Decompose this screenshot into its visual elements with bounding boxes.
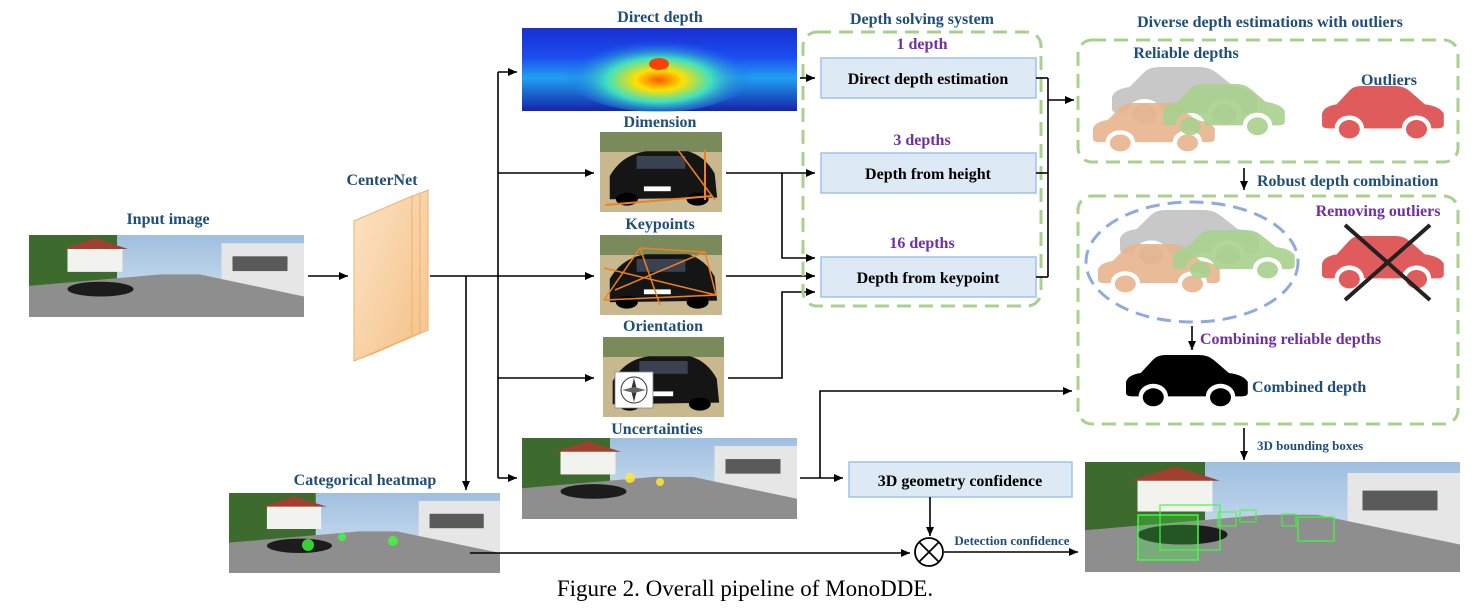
dimension-image: [600, 132, 722, 212]
depth-solving-system-title: Depth solving system: [850, 11, 995, 28]
detection-confidence-label: Detection confidence: [954, 533, 1069, 548]
reliable-car-icons: [1093, 67, 1285, 152]
reliable-depths-label: Reliable depths: [1133, 45, 1238, 62]
outliers-label: Outliers: [1361, 72, 1417, 89]
figure-caption: Figure 2. Overall pipeline of MonoDDE.: [557, 576, 933, 601]
robust-depth-combination-label: Robust depth combination: [1257, 173, 1438, 190]
geometry-confidence-box: [848, 461, 1073, 498]
diverse-depth-frame: [1076, 38, 1460, 164]
result-image: [1085, 462, 1460, 572]
combined-depth-label: Combined depth: [1252, 379, 1366, 396]
depth-from-height-text: Depth from height: [865, 166, 992, 183]
keypoint-depth-count: 16 depths: [889, 235, 954, 252]
depth-solving-system-frame: [801, 30, 1043, 308]
uncertainties-image: [522, 438, 797, 519]
removing-outliers-label: Removing outliers: [1316, 203, 1441, 220]
height-depth-count: 3 depths: [893, 132, 950, 149]
categorical-heatmap-image: [229, 493, 500, 573]
direct-depth-label: Direct depth: [617, 9, 703, 26]
cross-icon: [1343, 223, 1432, 302]
input-image: [29, 235, 304, 317]
branch-wires: [430, 68, 594, 490]
arrow-uncertainties-to-combination: [819, 387, 1072, 478]
direct-depth-estimation-box: [820, 57, 1037, 99]
arrow-orientation-to-keypoint-depth: [728, 288, 815, 379]
keypoints-label: Keypoints: [625, 216, 694, 233]
reliable-car-icons-combined: [1098, 210, 1295, 293]
3d-bounding-boxes-label: 3D bounding boxes: [1257, 438, 1363, 453]
geometry-confidence-text: 3D geometry confidence: [878, 473, 1042, 490]
centernet-label: CenterNet: [346, 172, 418, 189]
centernet-block: [353, 189, 429, 362]
direct-depth-count: 1 depth: [896, 36, 947, 53]
merge-wires: [1036, 77, 1074, 278]
orientation-image: [603, 337, 724, 417]
reliable-depths-ellipse: [1084, 200, 1300, 324]
removed-outlier-car-icon: [1322, 236, 1444, 289]
combined-car-icon: [1126, 355, 1248, 407]
outlier-car-icon: [1322, 86, 1444, 139]
robust-combination-frame: [1076, 194, 1460, 426]
keypoints-image: [600, 235, 722, 315]
uncertainties-label: Uncertainties: [611, 421, 703, 438]
depth-from-keypoint-text: Depth from keypoint: [857, 270, 1000, 287]
orientation-label: Orientation: [623, 318, 703, 335]
combining-reliable-depths-label: Combining reliable depths: [1200, 331, 1381, 348]
depth-from-keypoint-box: [820, 256, 1037, 298]
direct-depth-image: [522, 28, 797, 112]
multiply-circle-icon: [914, 537, 944, 567]
diverse-depth-title: Diverse depth estimations with outliers: [1137, 14, 1403, 31]
input-image-label: Input image: [126, 211, 209, 228]
dimension-label: Dimension: [624, 114, 697, 131]
categorical-heatmap-label: Categorical heatmap: [294, 472, 437, 489]
compass-icon: [620, 376, 648, 404]
arrow-dimension-to-keypoint: [781, 173, 815, 262]
direct-depth-estimation-text: Direct depth estimation: [848, 71, 1009, 88]
